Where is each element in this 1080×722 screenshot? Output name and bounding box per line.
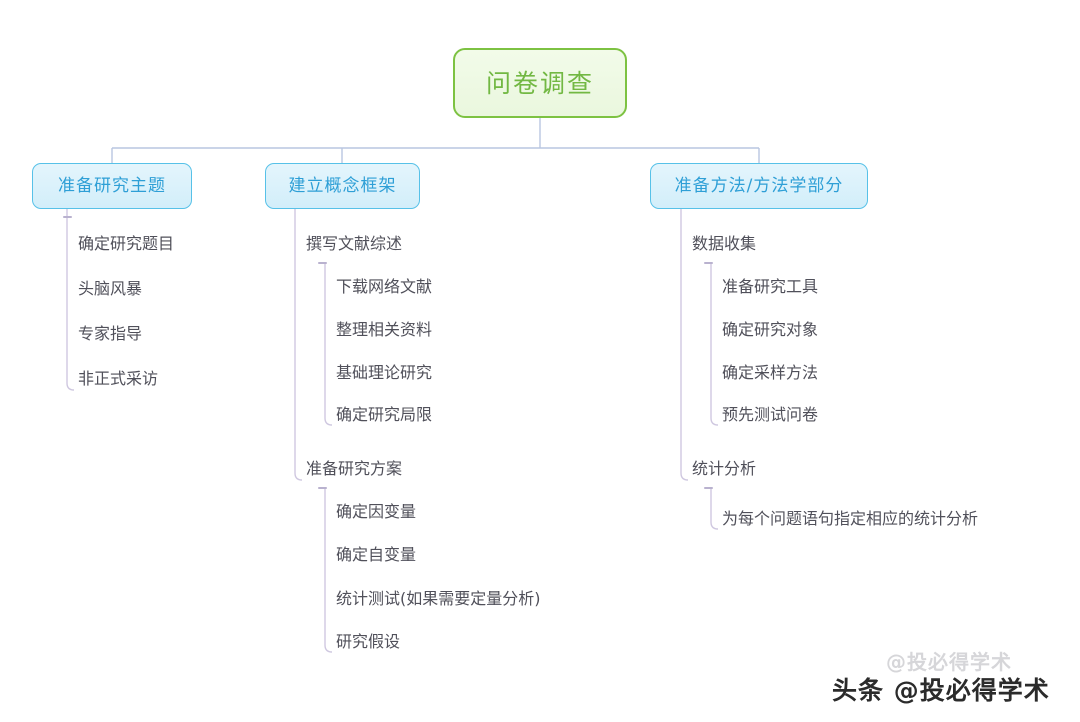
topic-data-collection[interactable]: 数据收集 — [692, 234, 757, 253]
topic-prepare-research-tools[interactable]: 准备研究工具 — [722, 277, 819, 296]
topic-basic-theory-research[interactable]: 基础理论研究 — [336, 363, 433, 382]
collapse-toggle-statistical-analysis[interactable] — [704, 487, 713, 489]
topic-expert-guidance[interactable]: 专家指导 — [78, 324, 143, 343]
topic-determine-independent-variable[interactable]: 确定自变量 — [336, 545, 417, 564]
topic-research-hypothesis[interactable]: 研究假设 — [336, 632, 401, 651]
topic-brainstorming[interactable]: 头脑风暴 — [78, 279, 143, 298]
topic-statistical-test[interactable]: 统计测试(如果需要定量分析) — [336, 589, 541, 608]
branch-node-build-conceptual-framework[interactable]: 建立概念框架 — [265, 163, 420, 209]
topic-determine-research-limits[interactable]: 确定研究局限 — [336, 405, 433, 424]
branch-node-label: 建立概念框架 — [288, 175, 397, 196]
collapse-toggle-branch-0[interactable] — [63, 216, 72, 218]
branch-node-label: 准备研究主题 — [58, 175, 166, 196]
topic-download-online-literature[interactable]: 下载网络文献 — [336, 277, 433, 296]
topic-pretest-questionnaire[interactable]: 预先测试问卷 — [722, 405, 819, 424]
topic-informal-interview[interactable]: 非正式采访 — [78, 369, 159, 388]
topic-statistical-analysis[interactable]: 统计分析 — [692, 459, 757, 478]
root-node-label: 问卷调查 — [485, 68, 594, 98]
topic-organize-relevant-material[interactable]: 整理相关资料 — [336, 320, 433, 339]
watermark-main: 头条 @投必得学术 — [832, 676, 1050, 705]
watermark-ghost: @投必得学术 — [886, 650, 1012, 674]
topic-determine-research-title[interactable]: 确定研究题目 — [78, 234, 175, 253]
topic-determine-sampling-method[interactable]: 确定采样方法 — [722, 363, 819, 382]
topic-prepare-research-plan[interactable]: 准备研究方案 — [306, 459, 403, 478]
topic-write-literature-review[interactable]: 撰写文献综述 — [306, 234, 403, 253]
collapse-toggle-research-plan[interactable] — [318, 487, 327, 489]
root-node[interactable]: 问卷调查 — [453, 48, 627, 118]
branch-node-prepare-methodology[interactable]: 准备方法/方法学部分 — [650, 163, 868, 209]
branch-node-prepare-research-topic[interactable]: 准备研究主题 — [32, 163, 192, 209]
topic-determine-research-subjects[interactable]: 确定研究对象 — [722, 320, 819, 339]
collapse-toggle-literature-review[interactable] — [318, 262, 327, 264]
branch-node-label: 准备方法/方法学部分 — [674, 175, 844, 196]
topic-determine-dependent-variable[interactable]: 确定因变量 — [336, 502, 417, 521]
collapse-toggle-data-collection[interactable] — [704, 262, 713, 264]
topic-assign-statistics-per-question[interactable]: 为每个问题语句指定相应的统计分析 — [722, 509, 979, 528]
